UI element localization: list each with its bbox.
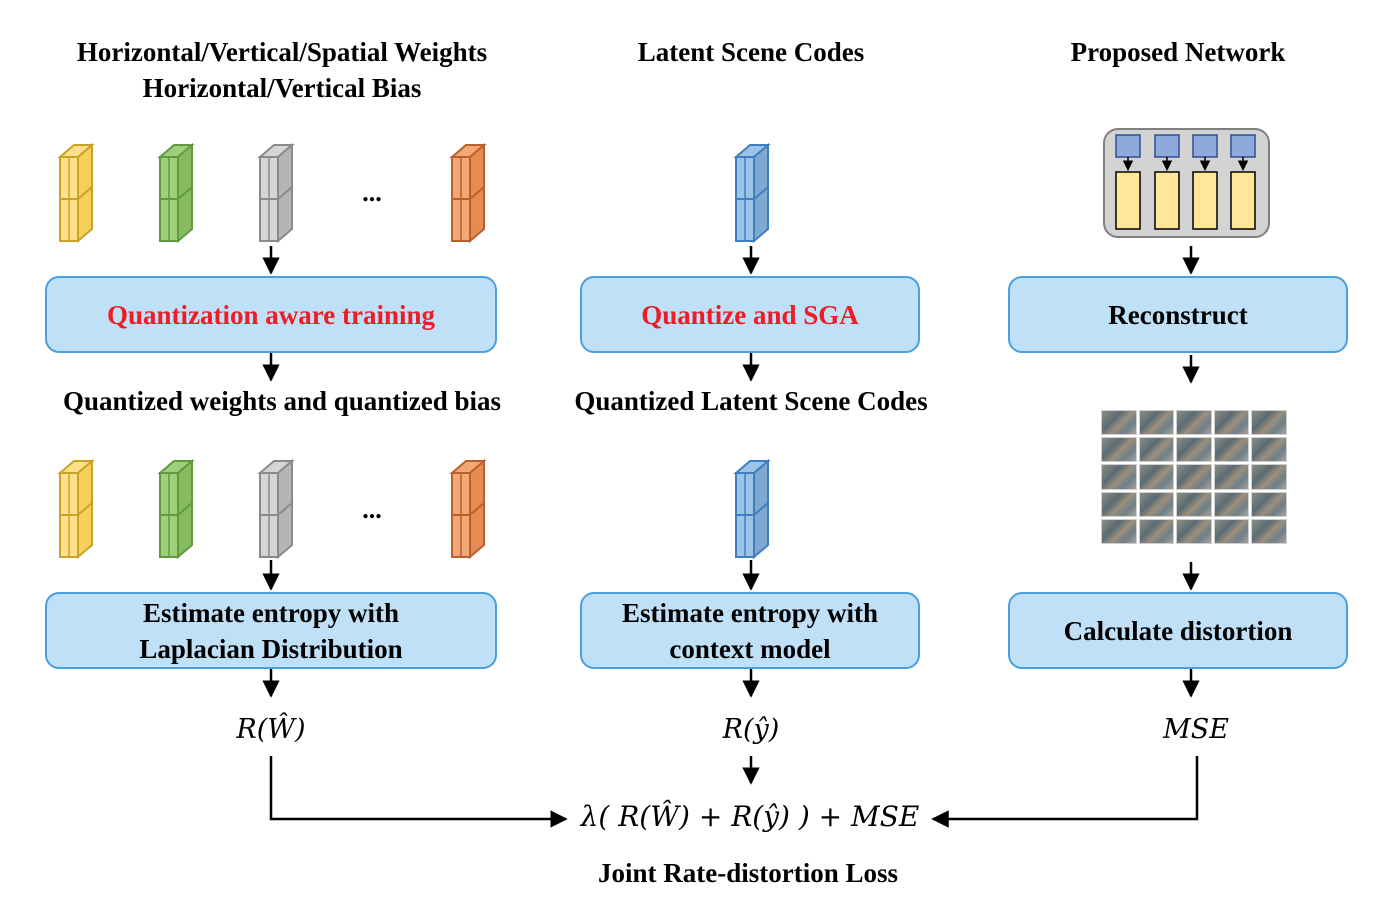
tensor-green-top xyxy=(157,142,195,244)
entropy-laplacian-line2: Laplacian Distribution xyxy=(139,633,403,664)
heading-weights: Horizontal/Vertical/Spatial Weights Hori… xyxy=(20,34,544,106)
distortion-box: Calculate distortion xyxy=(1008,592,1348,669)
view-thumbnail xyxy=(1251,410,1287,436)
quantized-codes-label: Quantized Latent Scene Codes xyxy=(574,386,928,416)
entropy-context-box: Estimate entropy with context model xyxy=(580,592,920,669)
quantize-sga-box: Quantize and SGA xyxy=(580,276,920,353)
reconstructed-views-grid xyxy=(1101,410,1287,544)
quantized-weights-label: Quantized weights and quantized bias xyxy=(62,386,502,416)
entropy-context-line2: context model xyxy=(669,633,831,664)
view-thumbnail xyxy=(1101,410,1137,436)
qat-box: Quantization aware training xyxy=(45,276,497,353)
reconstruct-box: Reconstruct xyxy=(1008,276,1348,353)
tensor-orange-top xyxy=(449,142,487,244)
entropy-laplacian-line1: Estimate entropy with xyxy=(143,597,399,628)
view-thumbnail xyxy=(1101,491,1137,517)
rate-codes-term: R(ŷ) xyxy=(722,714,780,745)
tensor-gray-top xyxy=(257,142,295,244)
view-thumbnail xyxy=(1213,410,1250,436)
tensor-gray-bottom xyxy=(257,458,295,560)
view-thumbnail xyxy=(1138,437,1175,463)
flow-arrows xyxy=(262,246,1200,828)
tensor-orange-bottom xyxy=(449,458,487,560)
heading-weights-line1: Horizontal/Vertical/Spatial Weights xyxy=(76,37,488,67)
ellipsis-top: ... xyxy=(362,178,382,207)
view-thumbnail xyxy=(1176,464,1212,490)
view-thumbnail xyxy=(1213,518,1250,544)
entropy-context-line1: Estimate entropy with xyxy=(622,597,878,628)
view-thumbnail xyxy=(1176,410,1212,436)
heading-latent-codes: Latent Scene Codes xyxy=(637,37,865,67)
view-thumbnail xyxy=(1176,491,1212,517)
view-thumbnail xyxy=(1138,491,1175,517)
tensor-yellow-top xyxy=(57,142,95,244)
view-thumbnail xyxy=(1213,437,1250,463)
tensor-green-bottom xyxy=(157,458,195,560)
ellipsis-bottom: ... xyxy=(362,495,382,524)
tensor-blue-bottom xyxy=(733,458,771,560)
mse-term: MSE xyxy=(1163,714,1229,745)
view-thumbnail xyxy=(1251,464,1287,490)
view-thumbnail xyxy=(1213,491,1250,517)
view-thumbnail xyxy=(1213,464,1250,490)
view-thumbnail xyxy=(1101,464,1137,490)
view-thumbnail xyxy=(1176,518,1212,544)
tensor-yellow-bottom xyxy=(57,458,95,560)
view-thumbnail xyxy=(1101,518,1137,544)
tensor-blue-top xyxy=(733,142,771,244)
entropy-laplacian-box: Estimate entropy with Laplacian Distribu… xyxy=(45,592,497,669)
view-thumbnail xyxy=(1251,518,1287,544)
view-thumbnail xyxy=(1251,491,1287,517)
view-thumbnail xyxy=(1176,437,1212,463)
loss-name-label: Joint Rate-distortion Loss xyxy=(597,858,898,888)
view-thumbnail xyxy=(1138,410,1175,436)
view-thumbnail xyxy=(1138,464,1175,490)
loss-formula: λ( R(Ŵ) + R(ŷ) ) + MSE xyxy=(580,800,920,833)
heading-proposed-network: Proposed Network xyxy=(1070,37,1286,67)
view-thumbnail xyxy=(1138,518,1175,544)
view-thumbnail xyxy=(1251,437,1287,463)
heading-weights-line2: Horizontal/Vertical Bias xyxy=(142,73,422,103)
rate-weights-term: R(Ŵ) xyxy=(236,714,306,745)
view-thumbnail xyxy=(1101,437,1137,463)
network-icon xyxy=(1103,128,1270,238)
